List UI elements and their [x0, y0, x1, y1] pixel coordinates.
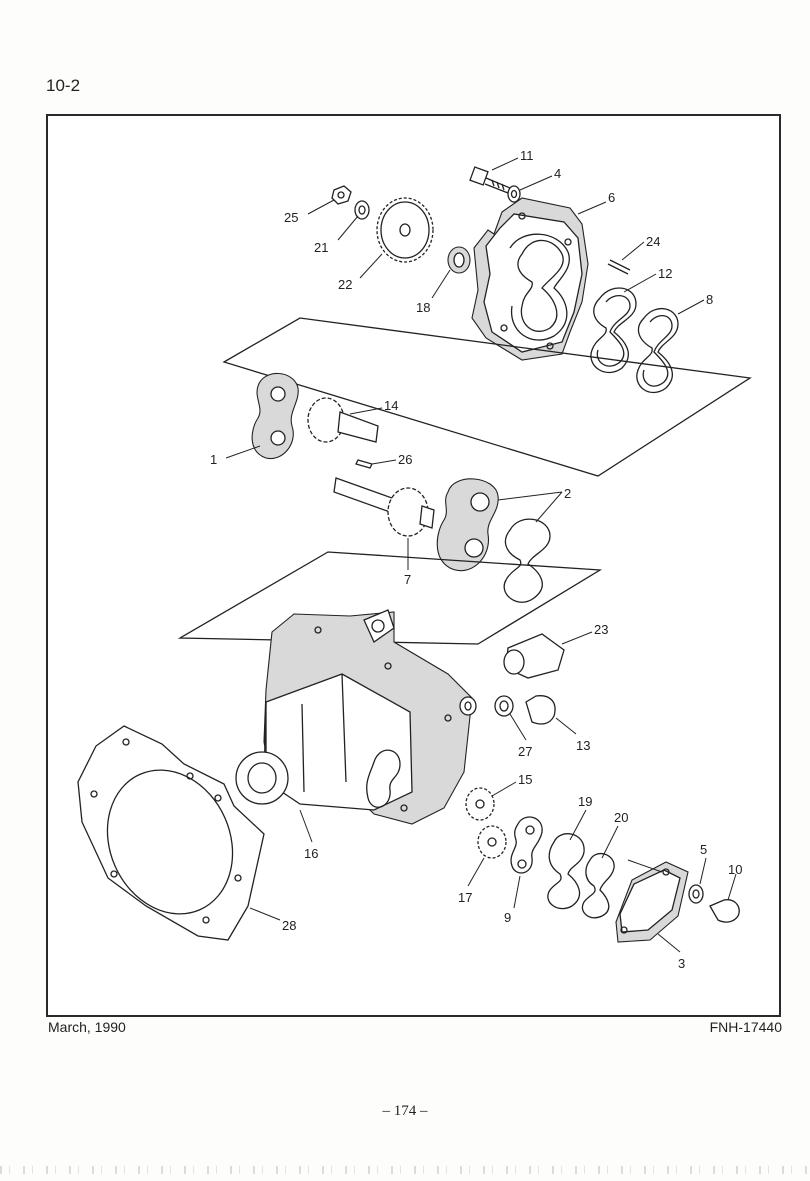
callout-1: 1 [210, 452, 217, 467]
callout-14: 14 [384, 398, 398, 413]
callout-8: 8 [706, 292, 713, 307]
callout-22: 22 [338, 277, 352, 292]
part-27-washer [494, 695, 514, 717]
part-18-bushing [447, 246, 471, 274]
part-26-key [355, 459, 373, 469]
exploded-view-diagram: 11 4 6 25 21 22 18 24 12 8 14 1 26 2 7 2… [77, 148, 752, 971]
callout-labels: 11 4 6 25 21 22 18 24 12 8 14 1 26 2 7 2… [210, 148, 742, 971]
part-19-seal [547, 833, 585, 910]
part-3-end-cover [615, 861, 689, 943]
part-16-pump-housing [235, 609, 473, 825]
callout-24: 24 [646, 234, 660, 249]
callout-7: 7 [404, 572, 411, 587]
part-1-bearing-block [251, 372, 299, 460]
callout-28: 28 [282, 918, 296, 933]
section-number: 10-2 [46, 76, 81, 95]
document-number: FNH-17440 [709, 1019, 782, 1035]
part-20-gasket [581, 852, 615, 919]
callout-25: 25 [284, 210, 298, 225]
part-11-bolt [469, 166, 511, 194]
part-7-shaft-gear [333, 477, 435, 537]
part-21-lock-washer [354, 200, 370, 220]
port-fitting [459, 696, 477, 716]
callout-10: 10 [728, 862, 742, 877]
part-24-pin [607, 259, 631, 275]
part-14-drive-gear [307, 397, 379, 443]
diagram-frame: 11 4 6 25 21 22 18 24 12 8 14 1 26 2 7 2… [46, 114, 781, 1017]
callout-11: 11 [520, 148, 534, 163]
callout-27: 27 [518, 744, 532, 759]
callout-20: 20 [614, 810, 628, 825]
part-12-seal [590, 287, 637, 374]
callout-12: 12 [658, 266, 672, 281]
callout-6: 6 [608, 190, 615, 205]
part-6-cover-plate [471, 197, 589, 361]
part-25-nut [331, 185, 352, 205]
callout-16: 16 [304, 846, 318, 861]
callout-9: 9 [504, 910, 511, 925]
part-22-gear [376, 197, 434, 263]
callout-19: 19 [578, 794, 592, 809]
leader-lines [225, 157, 737, 953]
part-15-gear [465, 787, 495, 821]
callout-26: 26 [398, 452, 412, 467]
part-5-washer [688, 884, 704, 904]
guide-plane-upper [222, 317, 752, 477]
part-23-sensor [503, 633, 565, 679]
part-2-seal [503, 518, 551, 603]
part-9-plate [510, 816, 543, 874]
part-13-plug [525, 695, 556, 725]
scan-artifact [0, 1166, 810, 1174]
callout-3: 3 [678, 956, 685, 971]
part-2-bearing-block [436, 478, 499, 572]
callout-15: 15 [518, 772, 532, 787]
callout-21: 21 [314, 240, 328, 255]
callout-23: 23 [594, 622, 608, 637]
callout-2: 2 [564, 486, 571, 501]
part-4-washer [507, 185, 521, 203]
part-28-flange-gasket [77, 725, 265, 941]
callout-13: 13 [576, 738, 590, 753]
callout-18: 18 [416, 300, 430, 315]
callout-5: 5 [700, 842, 707, 857]
revision-date: March, 1990 [48, 1019, 126, 1035]
part-17-gear [477, 825, 507, 859]
callout-4: 4 [554, 166, 561, 181]
callout-17: 17 [458, 890, 472, 905]
page-number: – 174 – [382, 1103, 428, 1119]
part-10-cap-screw [709, 899, 740, 923]
part-8-gasket [636, 307, 679, 394]
